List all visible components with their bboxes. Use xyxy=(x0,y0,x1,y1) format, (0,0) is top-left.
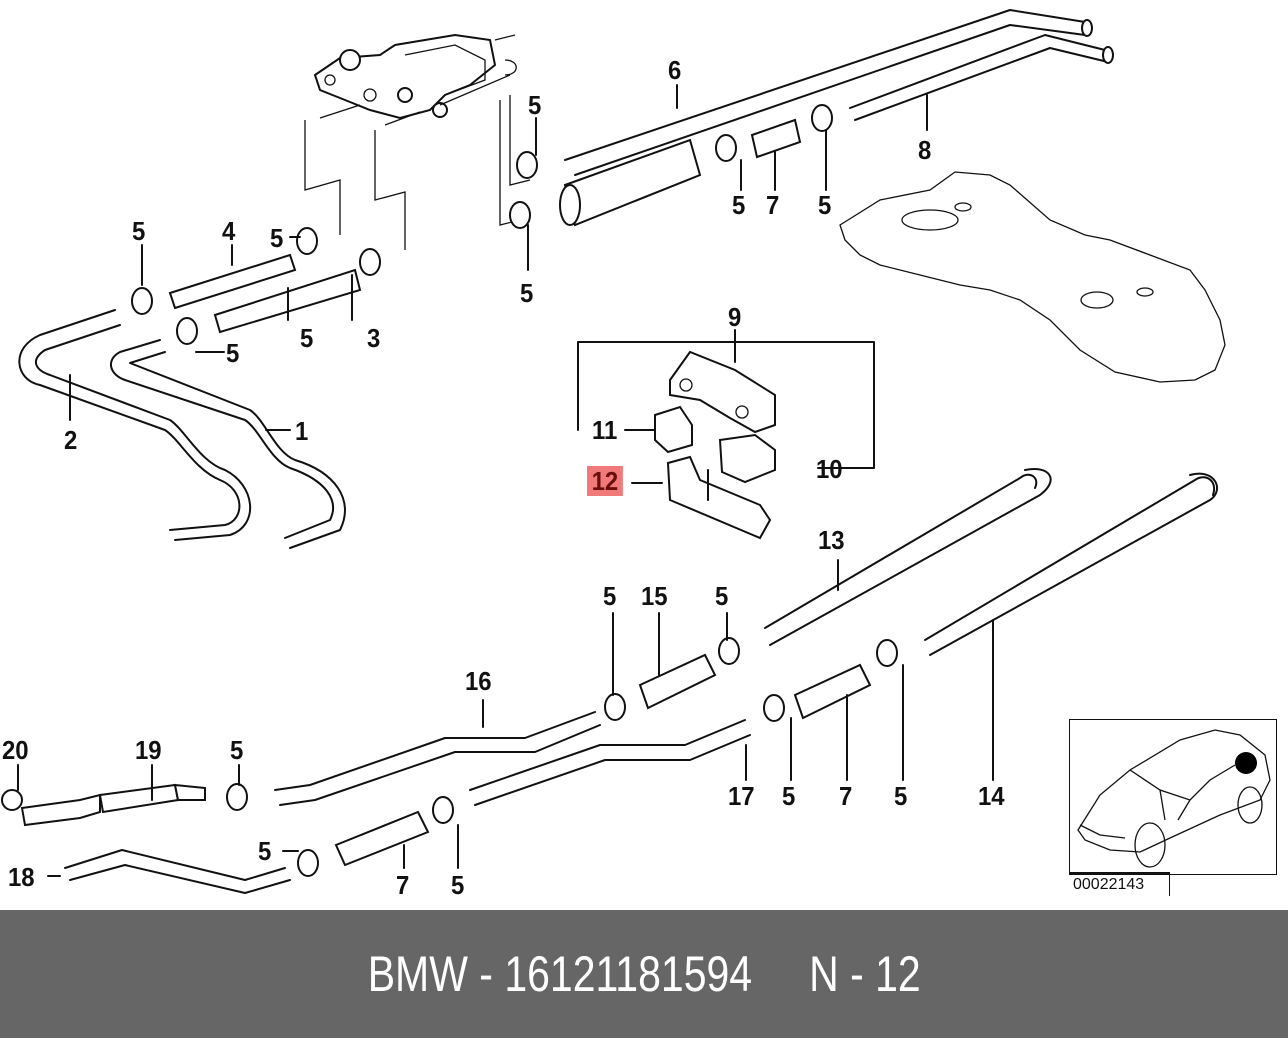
callout-18[interactable]: 18 xyxy=(8,862,35,892)
callout-1[interactable]: 1 xyxy=(295,416,309,446)
callout-16[interactable]: 16 xyxy=(465,666,492,696)
callout-3[interactable]: 5 xyxy=(300,323,314,353)
callout-15[interactable]: 15 xyxy=(641,581,668,611)
callout-6[interactable]: 6 xyxy=(668,55,682,85)
callout-17[interactable]: 17 xyxy=(728,781,755,811)
callout-20[interactable]: 20 xyxy=(2,735,29,765)
car-outline-icon xyxy=(1077,729,1271,868)
callout-5[interactable]: 5 xyxy=(894,781,908,811)
holder-part-9 xyxy=(669,350,776,434)
part-number-text: BMW - 16121181594 N - 12 xyxy=(367,946,921,1002)
callout-5[interactable]: 3 xyxy=(367,323,381,353)
callout-5[interactable]: 5 xyxy=(782,781,796,811)
callout-5[interactable]: 5 xyxy=(270,223,284,253)
callout-10[interactable]: 10 xyxy=(816,454,843,484)
part-number-banner: BMW - 16121181594 N - 12 xyxy=(0,910,1288,1038)
callout-5[interactable]: 5 xyxy=(715,581,729,611)
hose-clamps xyxy=(131,104,898,877)
callout-5[interactable]: 5 xyxy=(818,190,832,220)
callout-5[interactable]: 5 xyxy=(258,836,272,866)
vehicle-locator-inset xyxy=(1069,719,1277,875)
parts-diagram: 6 8 5 5 5 7 5 5 4 5 5 5 3 5 2 1 9 11 10 … xyxy=(1,9,1277,900)
location-marker-icon xyxy=(1235,752,1257,774)
callout-13[interactable]: 13 xyxy=(818,525,845,555)
callout-5[interactable]: 5 xyxy=(603,581,617,611)
callout-4[interactable]: 4 xyxy=(222,216,236,246)
callout-7[interactable]: 7 xyxy=(396,870,410,900)
callout-2[interactable]: 2 xyxy=(64,425,78,455)
diagram-image-code: 00022143 xyxy=(1069,872,1170,896)
callout-14[interactable]: 14 xyxy=(978,781,1005,811)
callout-5[interactable]: 5 xyxy=(732,190,746,220)
callout-7[interactable]: 7 xyxy=(766,190,780,220)
diagram-drawing xyxy=(1,9,1226,894)
callout-19[interactable]: 19 xyxy=(135,735,162,765)
callout-12-highlighted[interactable]: 12 xyxy=(587,466,623,496)
callout-9[interactable]: 9 xyxy=(728,302,742,332)
callout-5[interactable]: 5 xyxy=(226,338,240,368)
callout-5[interactable]: 5 xyxy=(132,216,146,246)
callout-7[interactable]: 7 xyxy=(839,781,853,811)
callout-5[interactable]: 5 xyxy=(520,278,534,308)
callout-5[interactable]: 5 xyxy=(230,735,244,765)
callout-5[interactable]: 5 xyxy=(451,870,465,900)
breather-valve-assembly xyxy=(313,33,517,126)
callout-8[interactable]: 8 xyxy=(918,135,932,165)
callout-5[interactable]: 5 xyxy=(528,90,542,120)
callout-11[interactable]: 11 xyxy=(592,415,618,445)
